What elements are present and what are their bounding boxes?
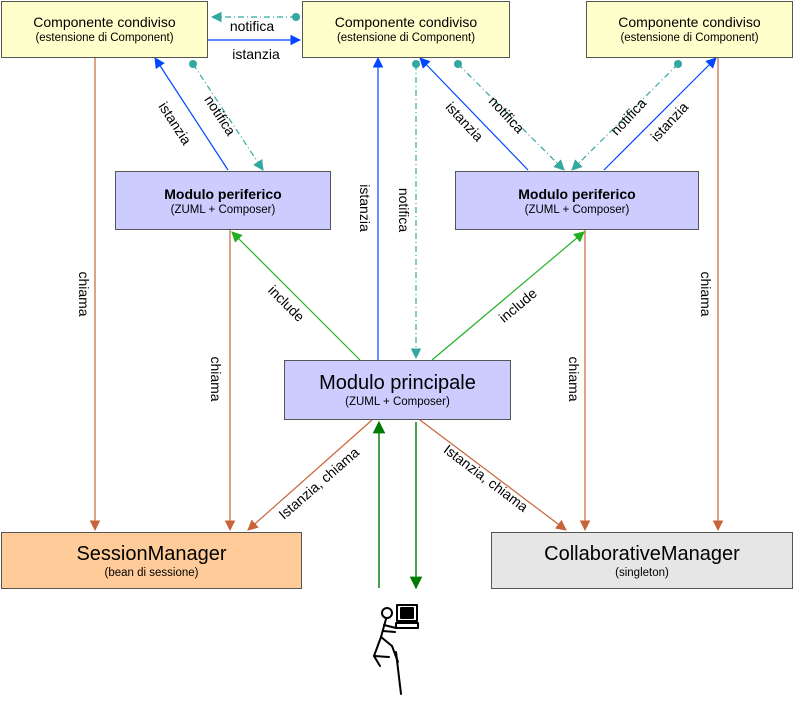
label-chiama-left: chiama: [208, 356, 224, 401]
label-istanzia-chiama-right: Istanzia, chiama: [441, 441, 532, 515]
label-notifica-center: notifica: [396, 188, 412, 233]
shared-component-3-subtitle: (estensione di Component): [620, 32, 759, 44]
collaborative-manager: CollaborativeManager (singleton): [491, 532, 793, 589]
edge-istanzia-right-periferico-shared3: [603, 57, 717, 171]
main-module: Modulo principale (ZUML + Composer): [284, 360, 511, 420]
collaborative-manager-subtitle: (singleton): [615, 566, 669, 579]
main-module-subtitle: (ZUML + Composer): [345, 396, 450, 408]
shared-component-1-title: Componente condiviso: [33, 14, 176, 30]
session-manager: SessionManager (bean di sessione): [1, 532, 302, 589]
shared-component-3: Componente condiviso (estensione di Comp…: [586, 1, 793, 58]
collaborative-manager-title: CollaborativeManager: [544, 542, 740, 565]
shared-component-3-title: Componente condiviso: [618, 14, 761, 30]
session-manager-title: SessionManager: [76, 542, 227, 565]
edge-include-main-right-periferico: [431, 231, 585, 361]
label-notifica-right-a: notifica: [486, 93, 528, 137]
peripheral-module-left-title: Modulo periferico: [164, 185, 282, 202]
edge-notifica-shared2-right-periferico: [454, 60, 565, 171]
peripheral-module-left-subtitle: (ZUML + Composer): [170, 203, 276, 216]
label-chiama-right: chiama: [566, 356, 582, 401]
edge-include-main-left-periferico: [231, 231, 361, 361]
main-module-title: Modulo principale: [319, 372, 476, 394]
label-notifica-top: notifica: [230, 18, 275, 34]
edge-notifica-shared1-left-periferico: [189, 60, 264, 171]
label-chiama-far-right: chiama: [698, 271, 714, 316]
label-include-right: include: [496, 285, 540, 326]
label-istanzia-chiama-left: Istanzia, chiama: [275, 444, 362, 523]
peripheral-module-right-title: Modulo periferico: [518, 185, 636, 202]
peripheral-module-right-subtitle: (ZUML + Composer): [524, 203, 630, 216]
label-istanzia-top: istanzia: [232, 46, 280, 62]
shared-component-2: Componente condiviso (estensione di Comp…: [302, 1, 510, 58]
label-istanzia-right-a: istanzia: [443, 99, 487, 145]
session-manager-subtitle: (bean di sessione): [104, 566, 199, 579]
peripheral-module-right: Modulo periferico (ZUML + Composer): [455, 171, 699, 230]
label-notifica-left: notifica: [201, 92, 239, 138]
peripheral-module-left: Modulo periferico (ZUML + Composer): [115, 171, 331, 230]
label-notifica-right-b: notifica: [607, 95, 649, 139]
label-istanzia-left: istanzia: [156, 99, 195, 148]
edge-notifica-shared3-right-periferico: [571, 60, 682, 171]
label-istanzia-center: istanzia: [357, 184, 373, 232]
label-istanzia-right-b: istanzia: [647, 99, 691, 145]
label-chiama-far-left: chiama: [76, 271, 92, 316]
edge-istanzia-left-periferico-shared1: [154, 57, 229, 171]
edge-istanzia-chiama-main-sessionmanager: [247, 419, 373, 531]
user-at-computer-icon: [373, 604, 419, 695]
shared-component-2-title: Componente condiviso: [334, 14, 478, 30]
edge-notifica-shared2-shared1: [210, 11, 300, 23]
edge-istanzia-right-periferico-shared2: [419, 57, 529, 171]
shared-component-1-subtitle: (estensione di Component): [35, 32, 174, 44]
edge-notifica-shared2-main: [410, 60, 422, 360]
shared-component-2-subtitle: (estensione di Component): [336, 32, 476, 44]
shared-component-1: Componente condiviso (estensione di Comp…: [1, 1, 208, 58]
edge-istanzia-chiama-main-collaborativemanager: [419, 419, 567, 531]
label-include-left: include: [265, 282, 308, 325]
